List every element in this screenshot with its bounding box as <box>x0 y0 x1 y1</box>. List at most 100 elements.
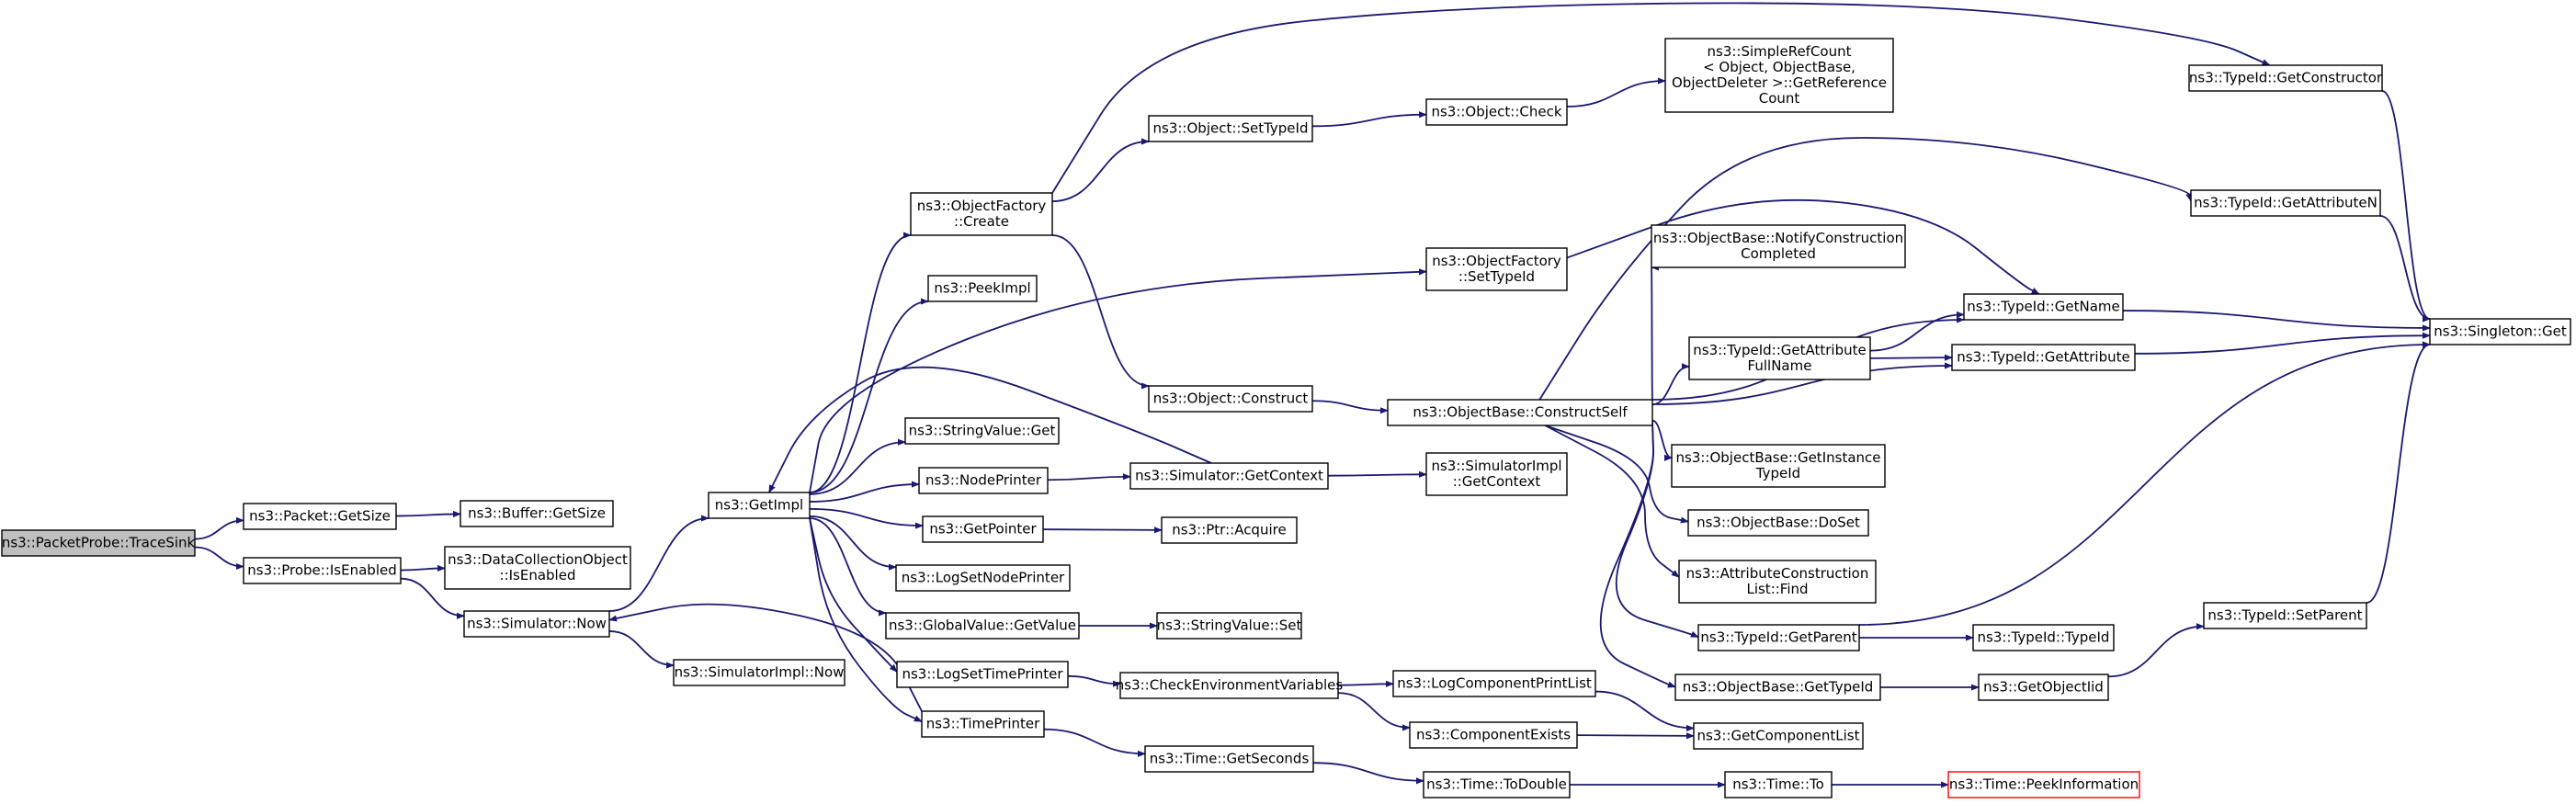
function-node-obj-factory-set-type-id[interactable]: ns3::ObjectFactory::SetTypeId <box>1425 247 1568 291</box>
node-label: ns3::Object::Construct <box>1153 391 1309 407</box>
node-box <box>921 710 1045 738</box>
node-box <box>1156 612 1302 640</box>
function-node-type-id-type-id[interactable]: ns3::TypeId::TypeId <box>1972 624 2115 651</box>
function-node-sim-impl-now[interactable]: ns3::SimulatorImpl::Now <box>673 659 845 686</box>
node-box <box>1392 670 1596 697</box>
function-node-string-value-get[interactable]: ns3::StringValue::Get <box>904 417 1060 445</box>
node-label: ns3::TimePrinter <box>926 716 1040 732</box>
node-box <box>904 417 1060 445</box>
call-edge-check-env-vars-to-component-exists <box>1337 692 1411 731</box>
call-edge-get-impl-to-string-value-get <box>809 438 906 495</box>
node-box <box>243 557 402 584</box>
call-edge-log-component-print-list-to-get-component-list <box>1594 690 1695 732</box>
function-node-buffer-get-size[interactable]: ns3::Buffer::GetSize <box>460 500 614 527</box>
node-label: ns3::Time::GetSeconds <box>1150 751 1310 767</box>
function-node-string-value-set[interactable]: ns3::StringValue::Set <box>1156 612 1302 640</box>
function-node-obj-base-do-set[interactable]: ns3::ObjectBase::DoSet <box>1687 509 1869 537</box>
function-node-type-id-get-attribute[interactable]: ns3::TypeId::GetAttribute <box>1951 344 2136 371</box>
function-node-type-id-get-constructor[interactable]: ns3::TypeId::GetConstructor <box>2188 64 2383 92</box>
function-node-obj-factory-create[interactable]: ns3::ObjectFactory::Create <box>910 192 1053 236</box>
function-node-packet-get-size[interactable]: ns3::Packet::GetSize <box>243 503 397 530</box>
function-node-time-get-seconds[interactable]: ns3::Time::GetSeconds <box>1144 745 1314 773</box>
call-edge-node-printer-to-sim-get-context <box>1047 473 1131 481</box>
call-edge-obj-base-construct-self-to-type-id-get-attribute-n <box>1538 137 2193 401</box>
call-edge-time-printer-to-time-get-seconds <box>1043 728 1146 757</box>
call-edge-obj-base-construct-self-to-obj-base-do-set <box>1544 425 1689 524</box>
node-label: List::Find <box>1746 581 1808 597</box>
node-label: ns3::Simulator::GetContext <box>1135 468 1323 484</box>
node-label: ns3::Time::To <box>1732 776 1824 793</box>
function-node-type-id-get-attribute-n[interactable]: ns3::TypeId::GetAttributeN <box>2190 189 2381 217</box>
node-box <box>460 500 614 527</box>
function-node-obj-set-type-id[interactable]: ns3::Object::SetTypeId <box>1148 115 1313 142</box>
function-node-time-printer[interactable]: ns3::TimePrinter <box>921 710 1045 738</box>
node-box <box>1951 344 2136 371</box>
call-edge-obj-check-to-simple-ref-count <box>1566 77 1666 108</box>
function-node-sim-get-context[interactable]: ns3::Simulator::GetContext <box>1129 462 1329 490</box>
call-edge-get-impl-to-peek-impl <box>809 298 929 493</box>
function-node-node-printer[interactable]: ns3::NodePrinter <box>918 467 1049 494</box>
call-edge-get-impl-to-log-set-node-printer <box>809 515 897 571</box>
call-edge-type-id-set-parent-to-singleton-get <box>2366 341 2431 604</box>
function-node-sim-now[interactable]: ns3::Simulator::Now <box>463 610 610 638</box>
node-box <box>910 192 1053 236</box>
function-node-get-component-list[interactable]: ns3::GetComponentList <box>1693 722 1864 750</box>
function-node-time-to-double[interactable]: ns3::Time::ToDouble <box>1423 771 1571 798</box>
node-label: ns3::SimpleRefCount <box>1708 43 1852 60</box>
function-node-type-id-set-parent[interactable]: ns3::TypeId::SetParent <box>2203 602 2367 629</box>
node-label: ns3::GetObjectIid <box>1983 679 2104 696</box>
call-edge-get-attribute-full-name-to-type-id-get-attribute <box>1869 354 1953 361</box>
call-edge-sim-now-to-sim-impl-now <box>608 630 675 669</box>
call-edge-obj-construct-to-obj-base-construct-self <box>1311 400 1389 414</box>
function-node-get-pointer[interactable]: ns3::GetPointer <box>922 515 1044 543</box>
node-label: ns3::ObjectBase::GetInstance <box>1676 449 1881 466</box>
function-node-simple-ref-count[interactable]: ns3::SimpleRefCount< Object, ObjectBase,… <box>1664 38 1894 113</box>
node-label: ns3::GetComponentList <box>1697 728 1859 744</box>
node-box <box>1687 509 1869 537</box>
function-node-type-id-get-parent[interactable]: ns3::TypeId::GetParent <box>1697 624 1860 651</box>
node-box <box>1697 624 1860 651</box>
node-box <box>1129 462 1329 490</box>
node-label: ns3::GetPointer <box>929 521 1037 538</box>
function-node-log-set-time-printer[interactable]: ns3::LogSetTimePrinter <box>896 661 1069 688</box>
function-node-notify-construction[interactable]: ns3::ObjectBase::NotifyConstructionCompl… <box>1651 224 1906 268</box>
node-label: < Object, ObjectBase, <box>1703 59 1855 75</box>
node-label: ns3::Time::PeekInformation <box>1949 776 2139 793</box>
function-node-obj-check[interactable]: ns3::Object::Check <box>1425 98 1568 126</box>
function-node-type-id-get-name[interactable]: ns3::TypeId::GetName <box>1963 293 2124 321</box>
node-label: ns3::StringValue::Set <box>1157 617 1302 634</box>
node-label: ns3::Packet::GetSize <box>249 508 391 525</box>
function-node-dco-is-enabled[interactable]: ns3::DataCollectionObject::IsEnabled <box>444 546 631 590</box>
function-node-obj-base-construct-self[interactable]: ns3::ObjectBase::ConstructSelf <box>1387 399 1653 426</box>
function-node-singleton-get[interactable]: ns3::Singleton::Get <box>2429 318 2571 345</box>
function-node-log-component-print-list[interactable]: ns3::LogComponentPrintList <box>1392 670 1596 697</box>
node-label: ::GetContext <box>1453 473 1541 490</box>
node-label: ns3::CheckEnvironmentVariables <box>1116 677 1344 694</box>
call-edge-probe-is-enabled-to-dco-is-enabled <box>400 564 446 572</box>
function-node-sim-impl-get-context[interactable]: ns3::SimulatorImpl::GetContext <box>1425 452 1568 496</box>
function-node-check-env-vars[interactable]: ns3::CheckEnvironmentVariables <box>1116 672 1344 699</box>
function-node-time-to[interactable]: ns3::Time::To <box>1724 771 1833 798</box>
function-node-probe-is-enabled[interactable]: ns3::Probe::IsEnabled <box>243 557 402 584</box>
node-box <box>1 529 196 557</box>
function-node-log-set-node-printer[interactable]: ns3::LogSetNodePrinter <box>895 564 1071 592</box>
function-node-obj-construct[interactable]: ns3::Object::Construct <box>1148 385 1313 413</box>
node-label: Completed <box>1741 245 1816 262</box>
call-edge-obj-base-construct-self-to-get-instance-type-id <box>1651 419 1673 461</box>
function-node-global-value-get-value[interactable]: ns3::GlobalValue::GetValue <box>885 612 1080 640</box>
node-label: ns3::ObjectBase::GetTypeId <box>1683 679 1874 696</box>
function-node-peek-impl[interactable]: ns3::PeekImpl <box>927 275 1038 302</box>
function-node-component-exists[interactable]: ns3::ComponentExists <box>1409 721 1578 749</box>
call-edge-trace-sink-to-packet-get-size <box>194 516 244 540</box>
function-node-ptr-acquire[interactable]: ns3::Ptr::Acquire <box>1161 516 1298 544</box>
function-node-obj-base-get-type-id[interactable]: ns3::ObjectBase::GetTypeId <box>1674 674 1881 701</box>
function-node-get-object-iid[interactable]: ns3::GetObjectIid <box>1978 674 2109 701</box>
node-label: ns3::Buffer::GetSize <box>468 505 606 522</box>
node-box <box>1161 516 1298 544</box>
node-label: ::SetTypeId <box>1458 268 1535 285</box>
function-node-get-impl[interactable]: ns3::GetImpl <box>708 492 811 519</box>
function-node-time-peek-information[interactable]: ns3::Time::PeekInformation <box>1947 771 2140 798</box>
